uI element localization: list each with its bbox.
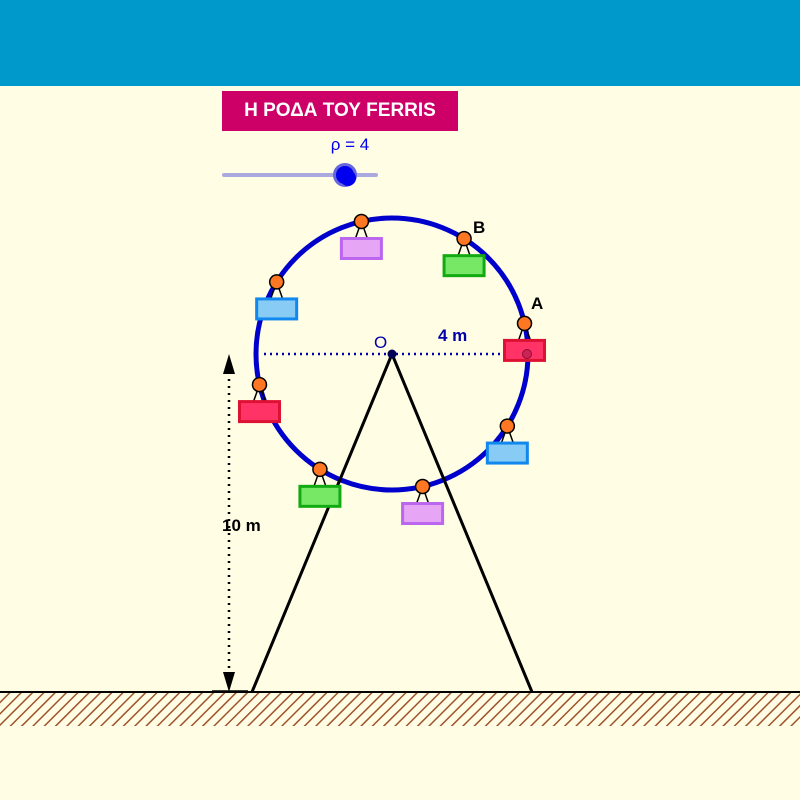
cabins-group [237,213,547,526]
frame-left-leg [250,353,394,693]
cabin-6 [298,461,342,508]
cabin-box [255,297,299,321]
height-label: 10 m [222,516,261,535]
center-point[interactable] [387,349,397,359]
cabin-hinge[interactable] [268,274,285,290]
point-a-label: A [531,294,543,313]
cabin-hinge[interactable] [312,461,328,478]
cabin-box [237,400,281,424]
cabin-2 [442,230,486,278]
cabin-hinge[interactable] [414,478,431,495]
height-arrow-bottom [223,672,235,692]
point-b-label: B [473,218,485,237]
cabin-box [298,484,342,508]
cabin-5 [237,376,281,424]
ground-hatch [0,692,800,726]
top-header-bar [0,0,800,86]
cabin-8 [485,418,529,465]
point-a-marker[interactable] [522,349,532,359]
support-frame [250,353,534,693]
cabin-7 [401,478,445,526]
cabin-box [442,254,486,278]
frame-right-leg [390,353,534,693]
radius-slider[interactable] [222,160,378,190]
cabin-box [339,236,383,260]
cabin-hinge[interactable] [353,213,370,230]
radius-label: 4 m [438,326,467,345]
slider-handle[interactable] [333,163,358,187]
cabin-hinge[interactable] [251,376,268,393]
page-title: Η ΡΟΔΑ ΤΟΥ FERRIS [222,91,458,131]
slider-track[interactable] [222,173,378,177]
radius-slider-label: ρ = 4 [330,135,370,154]
height-dimension [212,354,248,692]
cabin-1 [503,315,547,362]
cabin-3 [339,213,383,260]
cabin-hinge[interactable] [499,418,516,434]
cabin-hinge[interactable] [516,315,533,332]
center-label: O [374,333,387,352]
cabin-4 [255,274,299,321]
height-arrow-top [223,354,235,374]
cabin-hinge[interactable] [456,230,472,247]
cabin-box [485,441,529,465]
cabin-box [401,502,445,526]
